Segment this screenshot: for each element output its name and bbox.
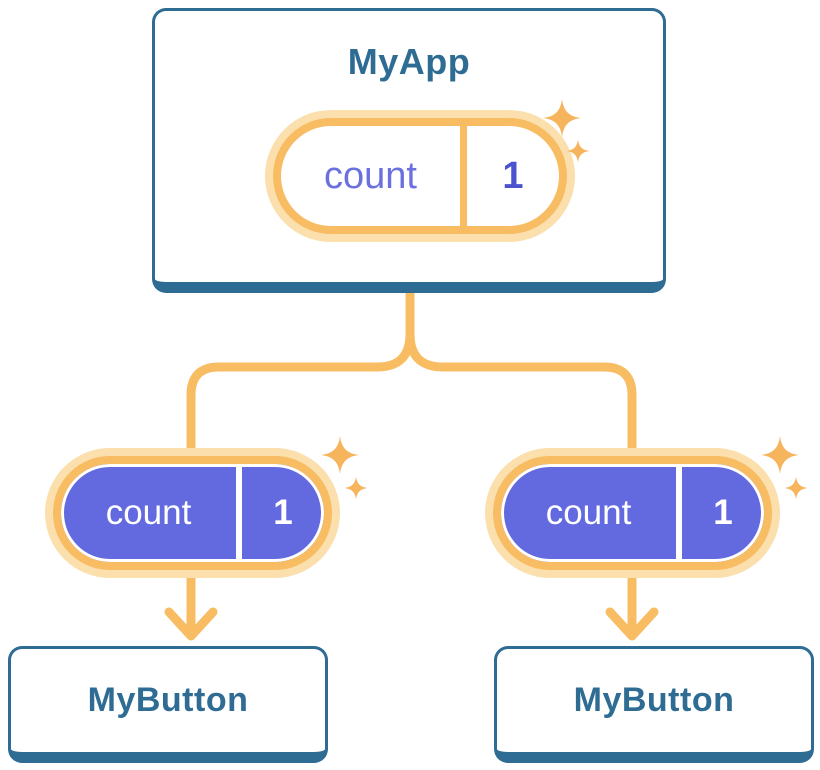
sparkle-icon bbox=[543, 99, 590, 163]
state-name: count bbox=[545, 493, 632, 532]
state-value: 1 bbox=[273, 493, 293, 532]
component-card-child-right: MyButton bbox=[494, 646, 814, 763]
component-title: MyButton bbox=[573, 681, 735, 719]
arrow-down-icon bbox=[164, 607, 218, 641]
state-pill-root: count 1 bbox=[273, 118, 567, 234]
component-title: MyButton bbox=[87, 681, 249, 719]
state-pill-child-right: count 1 bbox=[493, 456, 772, 570]
component-title: MyApp bbox=[347, 41, 471, 82]
state-pill-child-left: count 1 bbox=[53, 456, 332, 570]
state-value: 1 bbox=[502, 154, 524, 197]
state-name: count bbox=[324, 154, 417, 197]
sparkle-icon bbox=[761, 436, 808, 500]
sparkle-icon bbox=[321, 436, 368, 500]
arrow-down-icon bbox=[605, 607, 659, 641]
state-name: count bbox=[105, 493, 192, 532]
component-card-root: MyApp count 1 bbox=[152, 8, 666, 293]
component-card-child-left: MyButton bbox=[8, 646, 328, 763]
pill-divider bbox=[460, 126, 467, 226]
pill-divider bbox=[676, 464, 682, 562]
state-value: 1 bbox=[713, 493, 733, 532]
